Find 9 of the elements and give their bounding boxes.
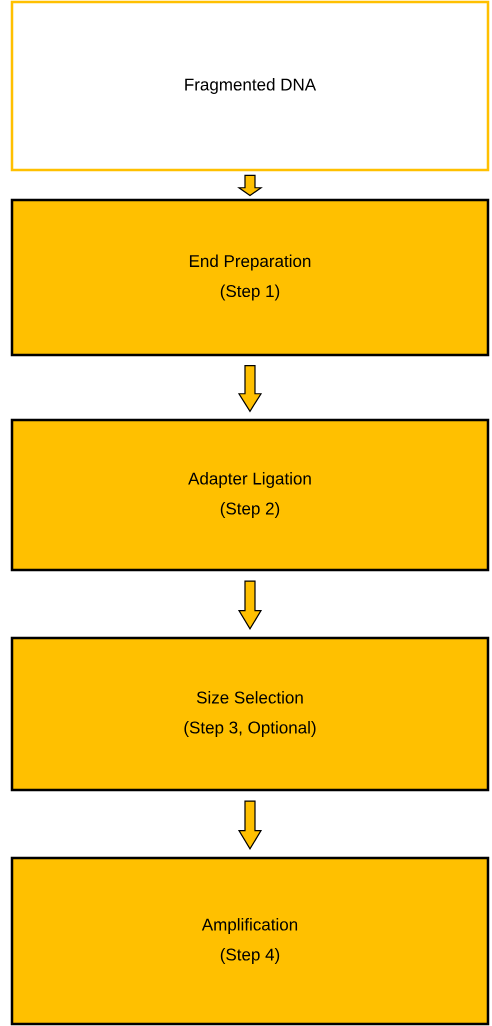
block-arrow (237, 800, 263, 851)
block-arrow (237, 580, 263, 631)
process-box: Size Selection (Step 3, Optional) (10, 636, 490, 792)
process-box: Amplification (Step 4) (10, 856, 490, 1026)
process-box: End Preparation (Step 1) (10, 198, 490, 357)
process-box: Fragmented DNA (10, 0, 490, 172)
block-arrow (237, 365, 263, 413)
block-arrow (237, 174, 263, 197)
process-box: Adapter Ligation (Step 2) (10, 418, 490, 572)
